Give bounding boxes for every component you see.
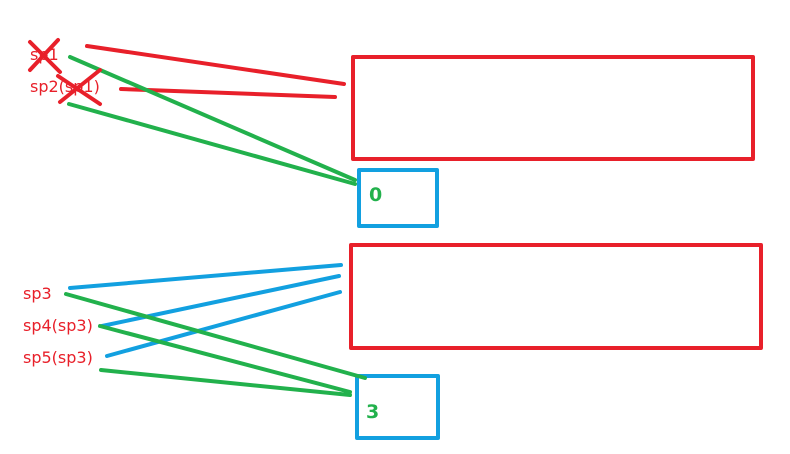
count-value-bottom: 3 bbox=[366, 401, 380, 423]
count-line-sp5 bbox=[99, 368, 352, 397]
pointer-line-sp2 bbox=[119, 87, 337, 99]
count-value-top: 0 bbox=[369, 184, 383, 206]
pointer-line-sp1 bbox=[85, 44, 346, 86]
pointer-line-sp5 bbox=[105, 290, 342, 358]
count-line-sp3 bbox=[64, 292, 367, 380]
label-sp2: sp2(sp1) bbox=[30, 77, 100, 96]
count-box-top bbox=[357, 168, 439, 228]
count-line-sp4 bbox=[98, 324, 352, 394]
cross-out-mark-sp1 bbox=[28, 38, 62, 74]
count-line-sp1 bbox=[68, 55, 357, 182]
label-sp1: sp1 bbox=[30, 45, 59, 64]
pointer-line-sp3 bbox=[68, 263, 343, 290]
pointer-line-sp4 bbox=[100, 274, 341, 328]
label-sp3: sp3 bbox=[23, 284, 52, 303]
label-sp4: sp4(sp3) bbox=[23, 316, 93, 335]
cross-out-mark-sp2 bbox=[56, 68, 102, 106]
heap-object-box-bottom bbox=[349, 243, 763, 350]
label-sp5: sp5(sp3) bbox=[23, 348, 93, 367]
count-box-bottom bbox=[355, 374, 440, 440]
heap-object-box-top bbox=[351, 55, 755, 161]
count-line-sp2 bbox=[67, 102, 357, 186]
